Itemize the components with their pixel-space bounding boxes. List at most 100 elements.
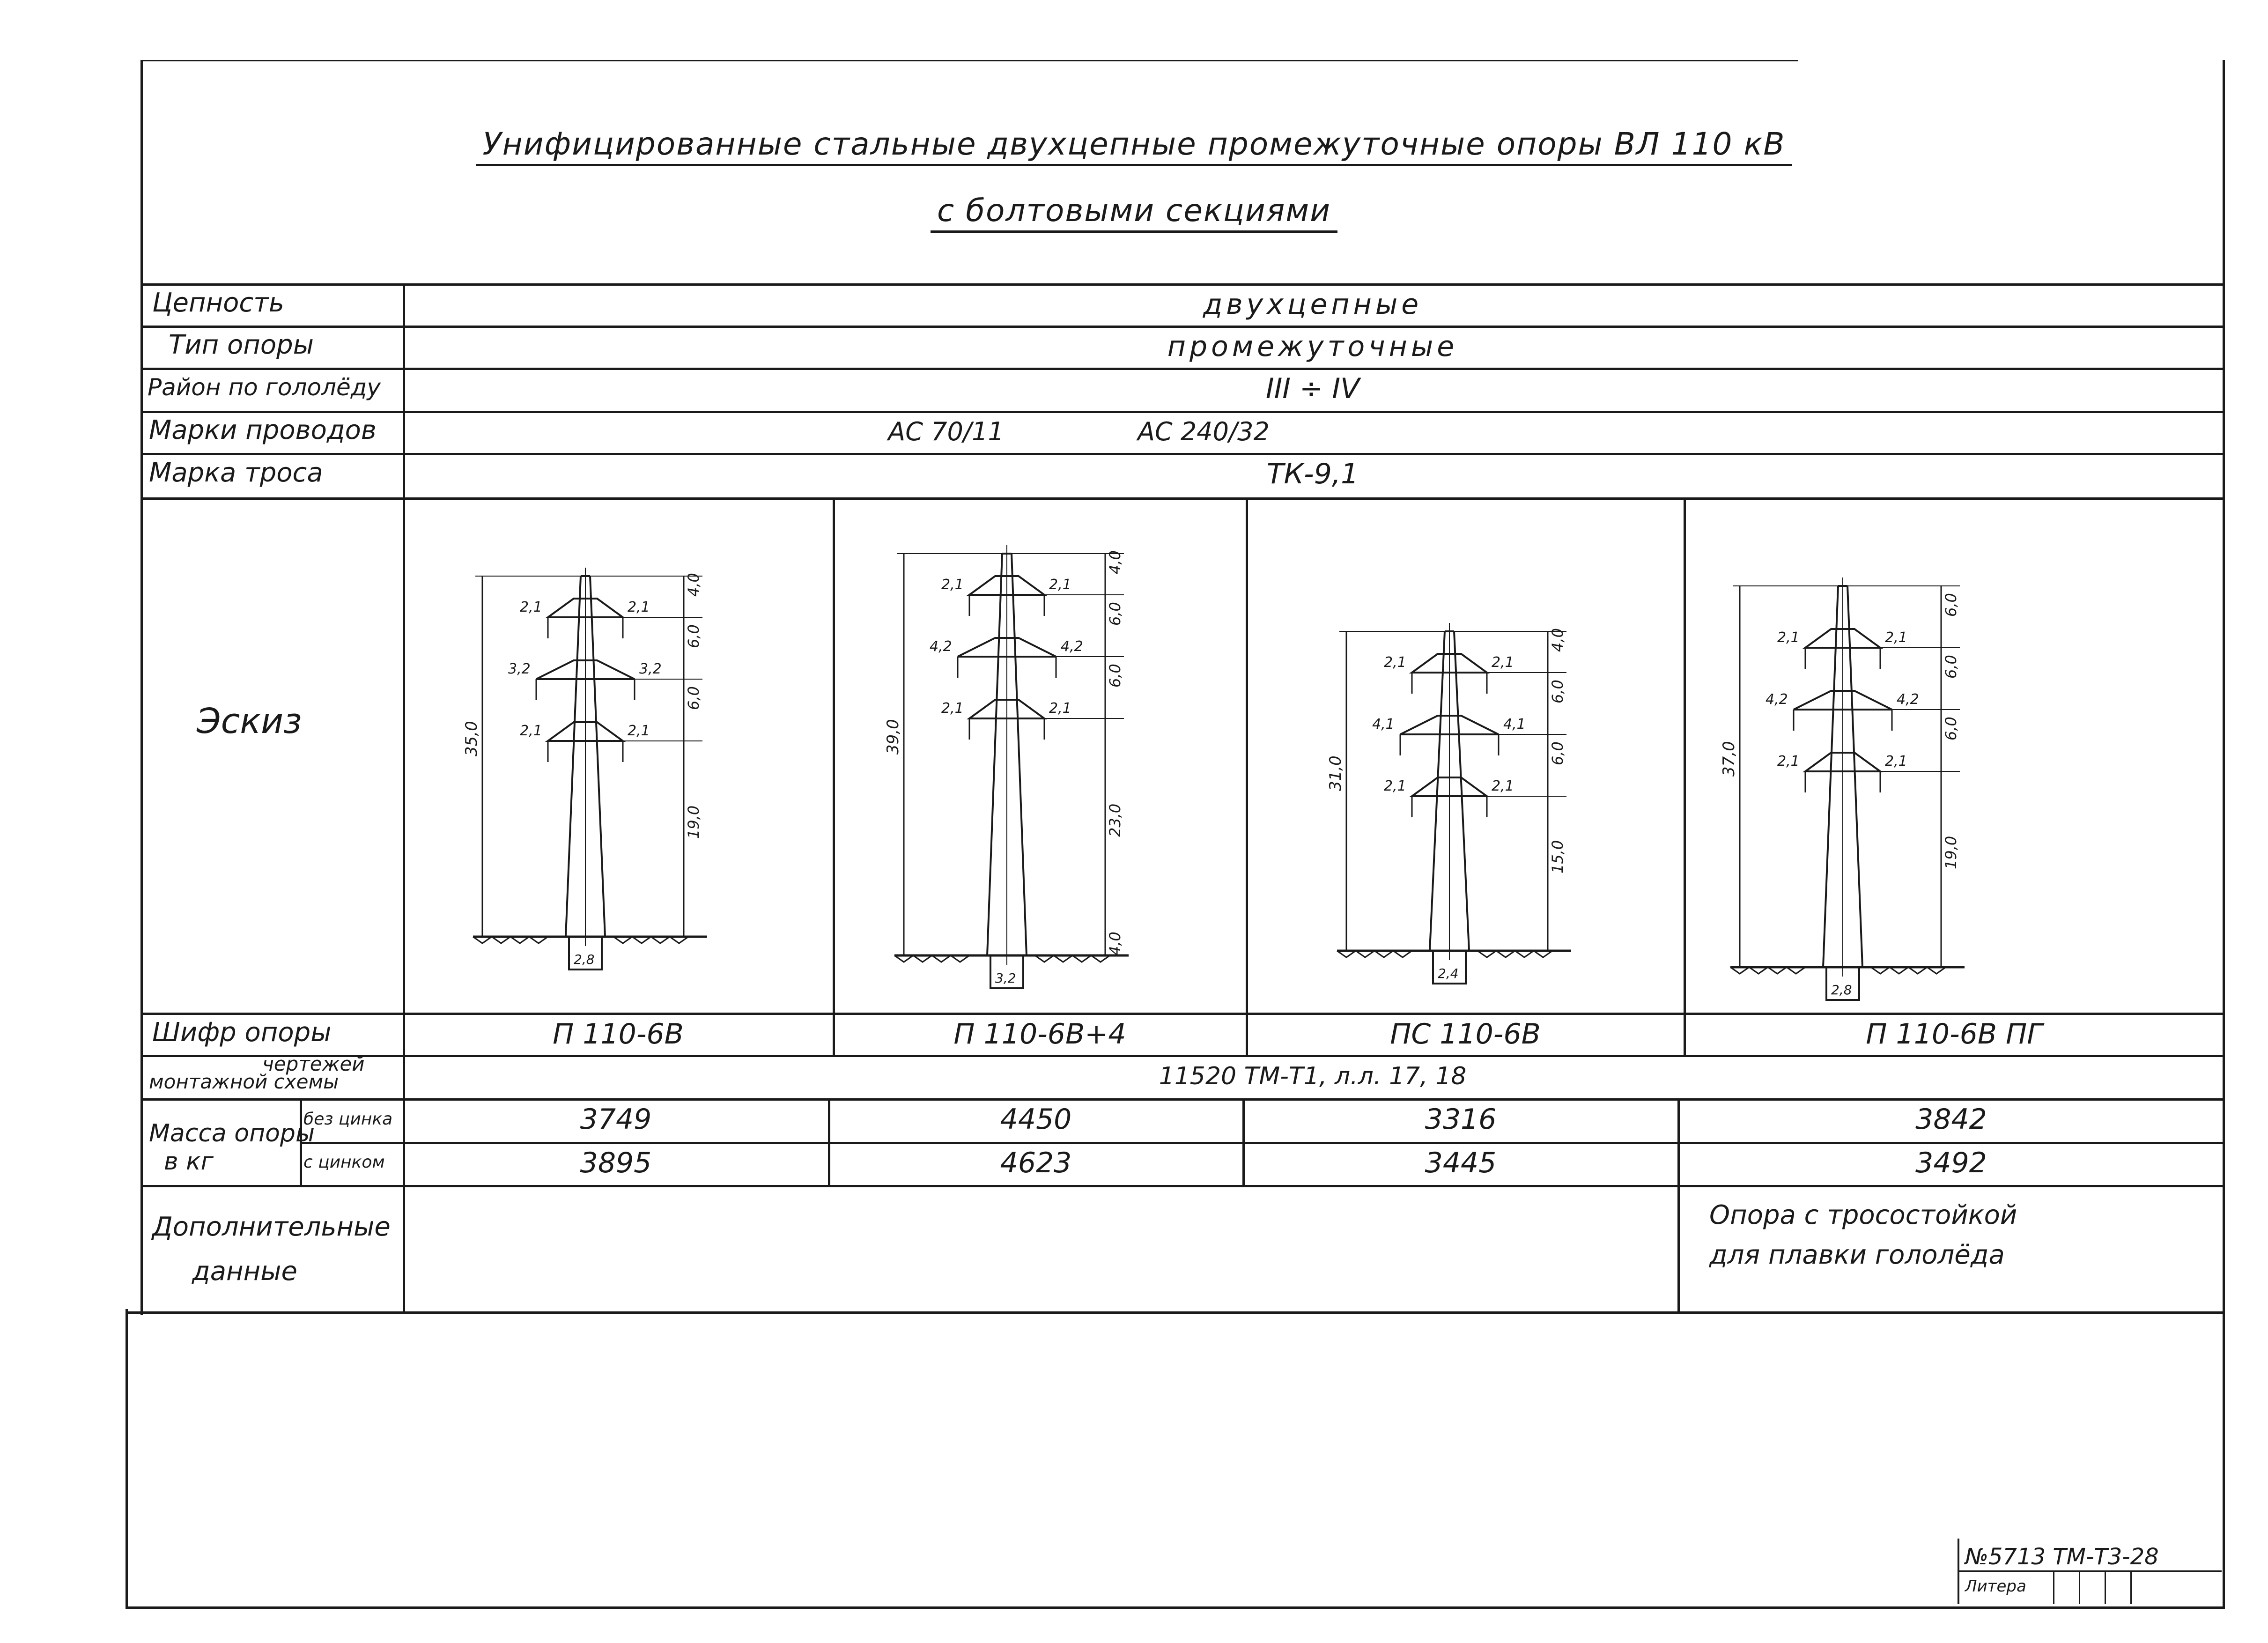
arm-label-right: 2,1 (628, 723, 650, 739)
segment-label: 4,0 (1549, 628, 1566, 652)
segment-label: 6,0 (1106, 602, 1124, 626)
foundation (568, 936, 603, 970)
arm-label-left: 2,1 (520, 723, 542, 739)
mass-no-zinc-3: 3316 (1425, 1103, 1497, 1136)
arm-label-right: 2,1 (1492, 778, 1514, 794)
table-line-12 (126, 1311, 2223, 1314)
label-cable-brand: Марка троса (149, 458, 323, 488)
foundation (1825, 966, 1860, 1001)
table-line-2 (140, 326, 2223, 328)
arm-label-right: 2,1 (628, 599, 650, 615)
page-subtitle: с болтовыми секциями (0, 192, 2268, 233)
arm-label-right: 2,1 (1492, 654, 1514, 671)
label-drawings-2: монтажной схемы (149, 1070, 339, 1093)
frame-bottom-line (126, 1606, 2225, 1609)
base-label: 2,4 (1438, 966, 1459, 981)
table-line-5 (140, 453, 2223, 455)
value-circuits: двухцепные (1203, 288, 1423, 321)
base-label: 2,8 (1831, 982, 1852, 998)
title-block: №5713 ТМ-Т3-28 Литера (1958, 1539, 2222, 1604)
title-block-divider (1959, 1570, 2222, 1572)
extra-note-2: для плавки гололёда (1709, 1240, 2005, 1270)
page-title: Унифицированные стальные двухцепные пром… (0, 126, 2268, 166)
height-label: 37,0 (1720, 741, 1738, 777)
table-col-2-line-a (1246, 497, 1248, 1055)
value-support-type: промежуточные (1167, 330, 1458, 363)
table-col-1-line-a (833, 497, 835, 1055)
arm-label-left: 2,1 (520, 599, 542, 615)
ground-hatch (473, 936, 689, 944)
arm-label-right: 2,1 (1049, 577, 1071, 593)
segment-label: 6,0 (1942, 655, 1960, 679)
frame-right-line (2223, 60, 2225, 1609)
label-ice-region: Район по гололёду (148, 374, 381, 401)
segment-label: 4,0 (1106, 550, 1124, 574)
support-code-2: П 110-6В+4 (953, 1018, 1126, 1051)
arm-label-right: 2,1 (1885, 753, 1907, 770)
letter-cell-4 (2130, 1572, 2132, 1604)
arm-label-left: 4,1 (1372, 716, 1395, 733)
frame-left-line (140, 60, 143, 1315)
label-mass-1: Масса опоры (149, 1119, 315, 1147)
segment-label: 19,0 (685, 806, 702, 839)
table-col-2-line-b (1242, 1098, 1245, 1185)
label-wire-brands: Марки проводов (149, 415, 377, 445)
label-extra-2: данные (192, 1256, 297, 1287)
value-wire-brand-1: АС 70/11 (888, 417, 1004, 446)
height-label: 35,0 (462, 721, 481, 756)
segment-label: 6,0 (1942, 717, 1960, 740)
label-support-code: Шифр опоры (152, 1017, 332, 1048)
label-mass-zinc: с цинком (303, 1153, 385, 1172)
arm-label-left: 2,1 (941, 577, 964, 593)
mass-no-zinc-2: 4450 (1000, 1103, 1072, 1136)
label-support-type: Тип опоры (169, 330, 314, 360)
segment-label: 4,0 (685, 573, 702, 597)
arm-label-right: 4,1 (1503, 716, 1526, 733)
ground-hatch (1730, 966, 1946, 975)
table-line-7 (140, 1013, 2223, 1015)
height-label: 39,0 (884, 719, 902, 755)
table-col-label-line (403, 283, 405, 1311)
segment-label: 6,0 (1942, 593, 1960, 617)
arm-label-right: 4,2 (1897, 691, 1919, 708)
mass-zinc-4: 3492 (1915, 1147, 1987, 1179)
value-drawings: 11520 ТМ-Т1, л.л. 17, 18 (1159, 1062, 1467, 1090)
arm-label-left: 2,1 (1384, 778, 1406, 794)
arm-label-left: 2,1 (1777, 629, 1800, 646)
table-line-8 (140, 1055, 2223, 1057)
segment-label: 23,0 (1106, 804, 1124, 837)
segment-label: 6,0 (685, 624, 702, 648)
arm-label-right: 2,1 (1049, 700, 1071, 717)
arm-label-left: 4,2 (930, 638, 952, 655)
table-mass-sub-line (300, 1098, 302, 1185)
label-sketch: Эскиз (197, 701, 302, 741)
mass-no-zinc-1: 3749 (580, 1103, 652, 1136)
arm-label-left: 2,1 (1384, 654, 1406, 671)
tower-sketches: 2,1 2,1 3,2 3,2 2,1 2,1 2,8 35,0 4,0 6,0 6,0 19,0 2,… (462, 545, 1965, 1001)
mass-zinc-2: 4623 (1000, 1147, 1072, 1179)
frame-left-line-lower (126, 1309, 128, 1609)
segment-label: 15,0 (1549, 840, 1566, 873)
support-code-4: П 110-6В ПГ (1866, 1018, 2043, 1051)
arm-label-left: 4,2 (1766, 691, 1788, 708)
arm-label-right: 2,1 (1885, 629, 1907, 646)
segment-label: 6,0 (1549, 741, 1566, 765)
table-col-1-line-b (828, 1098, 830, 1185)
segment-label: 6,0 (685, 686, 702, 710)
frame-top-line (140, 60, 1798, 61)
table-col-3-line-a (1684, 497, 1686, 1055)
table-line-9 (140, 1098, 2223, 1101)
arm-label-right: 3,2 (639, 661, 662, 677)
letter-label: Литера (1965, 1577, 2026, 1596)
label-circuits: Цепность (152, 288, 284, 318)
arm-label-left: 2,1 (941, 700, 964, 717)
table-col-3-line-b (1677, 1098, 1680, 1311)
table-line-11 (140, 1185, 2223, 1187)
segment-label: 6,0 (1106, 664, 1124, 688)
label-mass-2: в кг (164, 1147, 214, 1176)
label-extra-1: Дополнительные (152, 1212, 391, 1242)
support-code-1: П 110-6В (553, 1018, 684, 1051)
mass-no-zinc-4: 3842 (1915, 1103, 1987, 1136)
segment-label: 6,0 (1549, 680, 1566, 703)
base-label: 3,2 (995, 970, 1016, 986)
